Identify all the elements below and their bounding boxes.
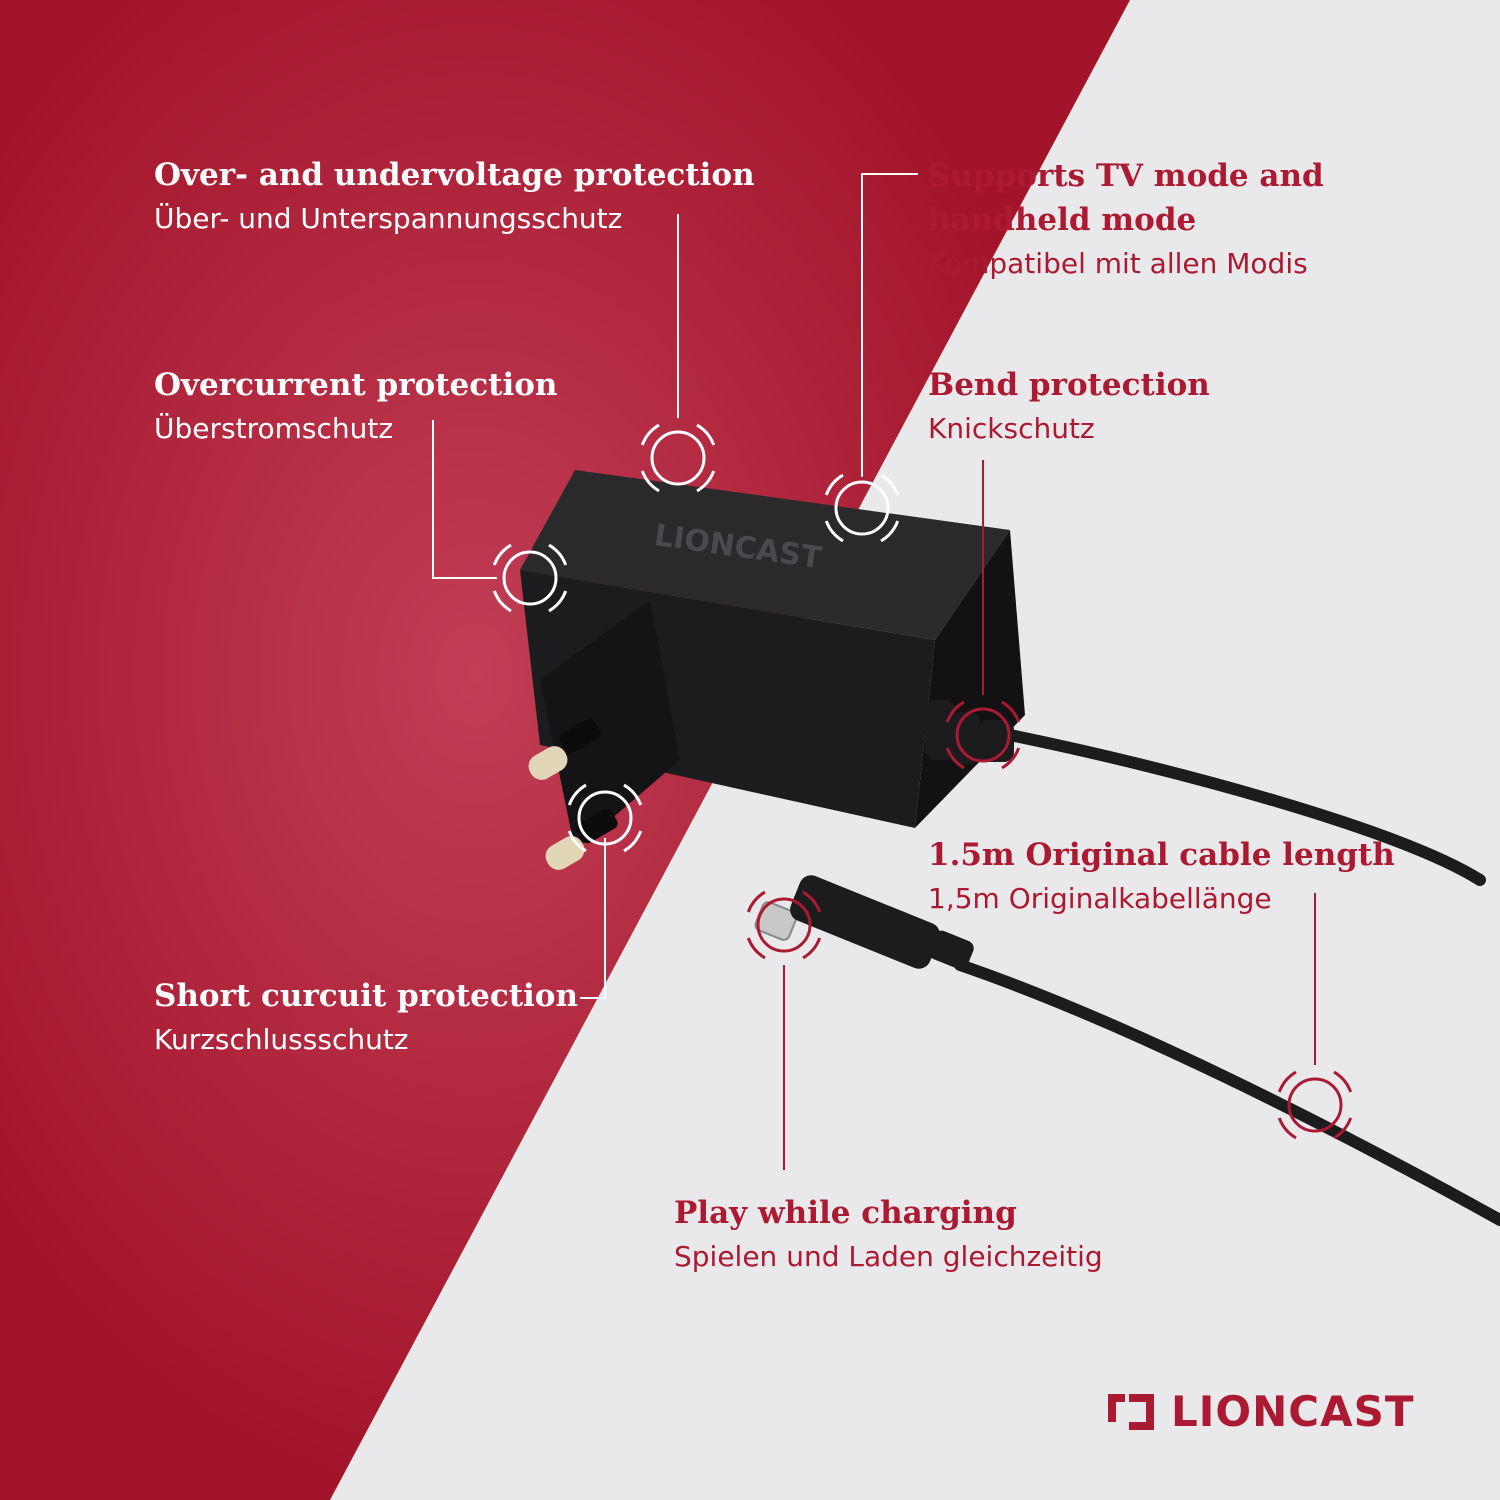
power-cable-lower [954, 959, 1500, 1226]
feature-title: Over- and undervoltage protection [154, 157, 755, 193]
target-ring-icon-bend [945, 700, 1021, 770]
feature-subtitle: Spielen und Laden gleichzeitig [674, 1240, 1103, 1273]
feature-title: Play while charging [674, 1195, 1017, 1231]
leader-line-tv-mode [861, 173, 918, 477]
feature-subtitle: Kompatibel mit allen Modis [928, 247, 1308, 280]
charger-device: LIONCAST [520, 470, 1025, 870]
target-ring-icon-short-circuit [567, 783, 643, 853]
feature-title-line-2: handheld mode [928, 202, 1197, 238]
brand-wordmark: LIONCAST [1171, 1387, 1415, 1436]
usb-c-plug [754, 875, 974, 970]
feature-subtitle: Über- und Unterspannungsschutz [154, 202, 623, 235]
power-cable-upper [1004, 729, 1486, 886]
feature-title: Short curcuit protection [154, 978, 579, 1014]
feature-title: Overcurrent protection [154, 367, 558, 403]
feature-play-while-charging: Play while charging Spielen und Laden gl… [674, 1192, 1103, 1278]
plug-housing [540, 600, 680, 850]
feature-title-line-1: Supports TV mode and [928, 158, 1324, 194]
target-ring-icon-overvoltage [640, 423, 716, 493]
feature-subtitle: Überstromschutz [154, 412, 394, 445]
feature-cable-length: 1.5m Original cable length 1,5m Original… [928, 834, 1395, 920]
target-ring-icon-tv-mode [824, 473, 900, 543]
charger-top-face [520, 470, 1010, 640]
feature-title: 1.5m Original cable length [928, 837, 1395, 873]
feature-tv-mode: Supports TV mode and handheld mode Kompa… [928, 154, 1324, 285]
feature-title: Bend protection [928, 367, 1210, 403]
target-ring-icon-play [746, 890, 822, 960]
target-ring-icon-overcurrent [492, 543, 568, 613]
target-ring-icon-cable [1277, 1070, 1353, 1140]
feature-subtitle: Kurzschlussschutz [154, 1023, 409, 1056]
plug-pin-upper [528, 718, 601, 780]
feature-overvoltage: Over- and undervoltage protection Über- … [154, 154, 755, 240]
leader-line-short-circuit [580, 838, 606, 999]
brand-logo: LIONCAST [1105, 1388, 1414, 1436]
lioncast-logo-icon [1108, 1394, 1154, 1430]
feature-overcurrent: Overcurrent protection Überstromschutz [154, 364, 557, 450]
feature-subtitle: 1,5m Originalkabellänge [928, 882, 1272, 915]
leader-line-overcurrent [432, 420, 497, 579]
feature-subtitle: Knickschutz [928, 412, 1095, 445]
feature-short-circuit: Short curcuit protection Kurzschlussschu… [154, 975, 578, 1061]
feature-bend-protection: Bend protection Knickschutz [928, 364, 1210, 450]
